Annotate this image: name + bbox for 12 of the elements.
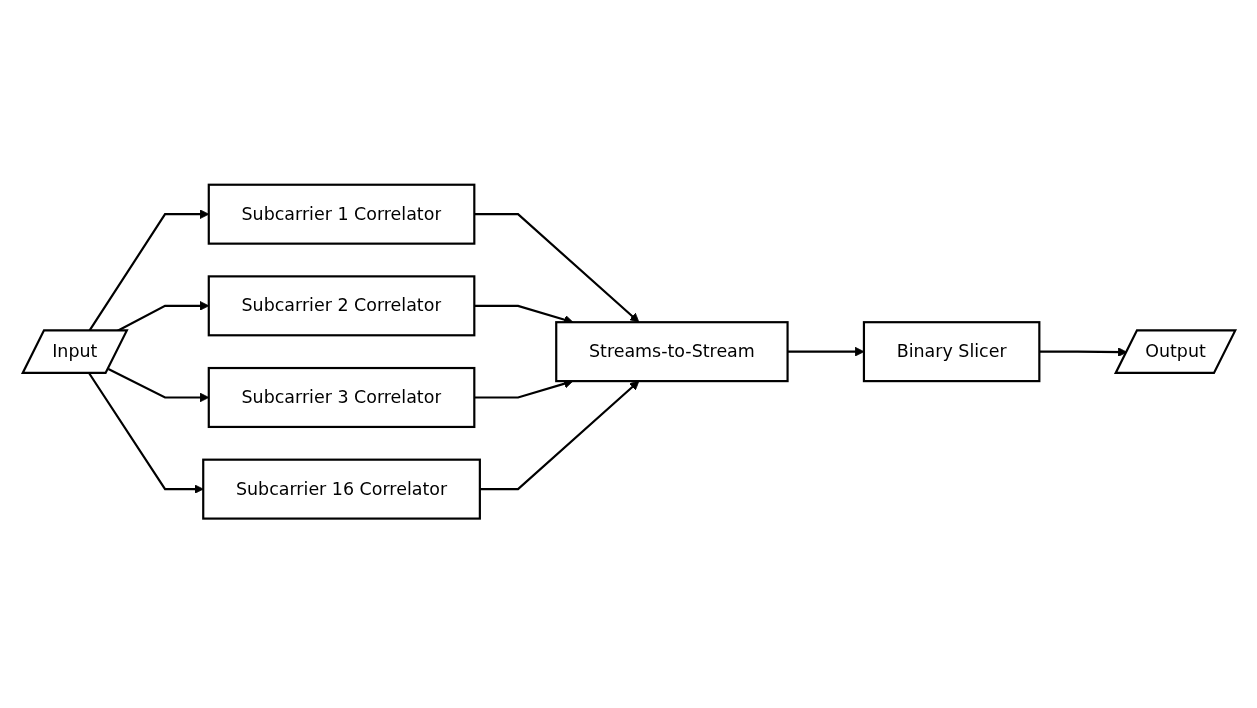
node-box: Binary Slicer xyxy=(862,321,1040,383)
node-box: Subcarrier 3 Correlator xyxy=(207,367,475,429)
node-box: Subcarrier 16 Correlator xyxy=(201,458,481,520)
arrow xyxy=(107,368,209,403)
arrow xyxy=(87,209,209,332)
arrow xyxy=(473,213,639,323)
node-box: Subcarrier 2 Correlator xyxy=(207,275,475,337)
arrow xyxy=(479,381,639,491)
arrow xyxy=(787,347,864,357)
node-box: Subcarrier 1 Correlator xyxy=(207,184,475,246)
node-box: Streams-to-Stream xyxy=(554,321,789,383)
arrow xyxy=(1038,347,1127,358)
